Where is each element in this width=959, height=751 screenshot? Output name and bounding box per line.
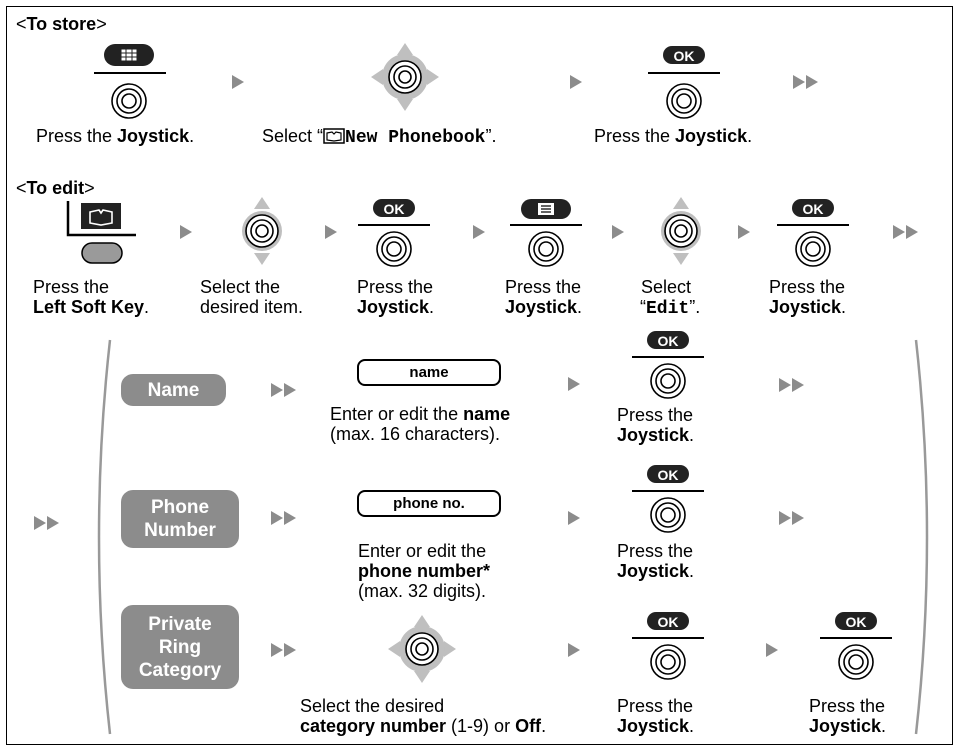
name-entry-field: name	[357, 359, 501, 386]
left-parenthesis	[97, 339, 112, 735]
next-step-arrow-icon	[568, 643, 580, 657]
continue-double-arrow-icon	[779, 378, 807, 392]
continue-double-arrow-icon	[793, 75, 821, 89]
continue-double-arrow-icon	[893, 225, 921, 239]
continue-double-arrow-icon	[271, 511, 299, 525]
store-step2-caption: Select “New Phonebook”.	[262, 126, 497, 148]
continue-double-arrow-icon	[779, 511, 807, 525]
next-step-arrow-icon	[766, 643, 778, 657]
store-step3-caption: Press the Joystick.	[594, 126, 753, 146]
next-step-arrow-icon	[738, 225, 750, 239]
left-soft-key-icon	[66, 201, 136, 264]
continue-double-arrow-icon	[271, 383, 299, 397]
next-step-arrow-icon	[570, 75, 582, 89]
name-option: Name	[121, 374, 226, 406]
next-step-arrow-icon	[568, 377, 580, 391]
ok-button-icon	[358, 199, 430, 267]
instruction-frame	[6, 6, 953, 745]
next-step-arrow-icon	[568, 511, 580, 525]
phonebook-icon	[323, 128, 345, 144]
continue-double-arrow-icon	[271, 643, 299, 657]
store-step1-caption: Press the Joystick.	[36, 126, 195, 146]
store-heading: <To store>	[16, 14, 107, 34]
joystick-navigate-icon	[388, 615, 456, 683]
edit-step5-caption: Select“Edit”.	[640, 277, 701, 319]
edit-heading: <To edit>	[16, 178, 95, 198]
next-step-arrow-icon	[612, 225, 624, 239]
ok-button-icon	[632, 331, 704, 399]
ok-button-icon	[777, 199, 849, 267]
list-menu-icon	[510, 199, 582, 267]
right-parenthesis	[914, 339, 929, 735]
ok-button-icon	[648, 46, 720, 119]
phone-entry-field: phone no.	[357, 490, 501, 517]
joystick-updown-icon	[661, 197, 701, 265]
joystick-updown-icon	[242, 197, 282, 265]
next-step-arrow-icon	[325, 225, 337, 239]
next-step-arrow-icon	[232, 75, 244, 89]
joystick-navigate-icon	[371, 43, 439, 111]
name-entry-caption: Enter or edit the name(max. 16 character…	[330, 404, 511, 444]
menu-button-icon	[94, 44, 166, 119]
ok-button-icon	[820, 612, 892, 680]
continue-double-arrow-icon	[34, 516, 62, 530]
next-step-arrow-icon	[473, 225, 485, 239]
ok-button-icon	[632, 465, 704, 533]
ok-button-icon	[632, 612, 704, 680]
next-step-arrow-icon	[180, 225, 192, 239]
